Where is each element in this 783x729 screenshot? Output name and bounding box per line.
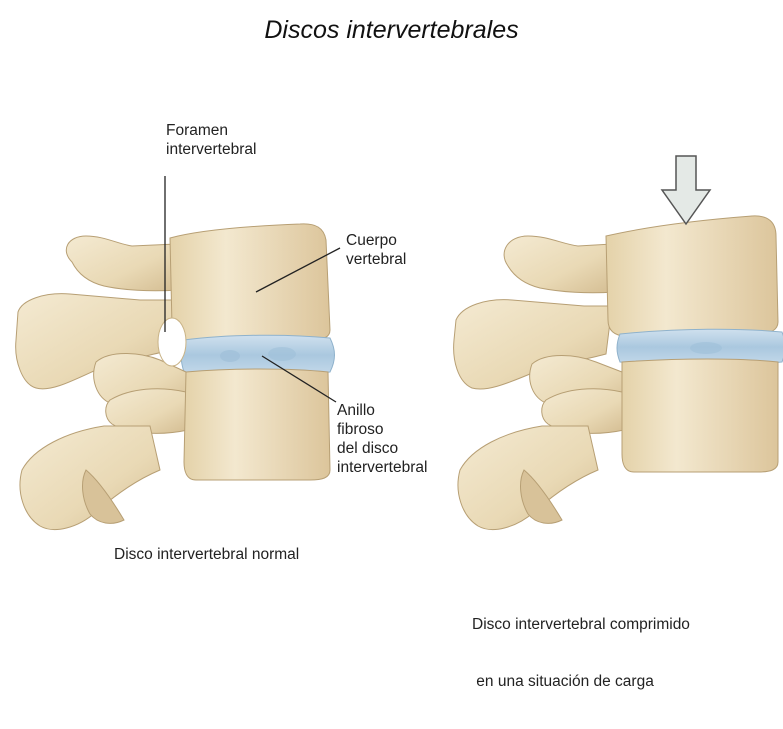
lower-vertebral-body <box>184 369 330 480</box>
label-cuerpo-vertebral: Cuerpo vertebral <box>346 231 406 269</box>
label-cuerpo-line-2: vertebral <box>346 250 406 269</box>
figure: Discos intervertebrales Foramen interver… <box>0 0 783 619</box>
caption-normal: Disco intervertebral normal <box>114 545 299 564</box>
label-anillo-fibroso: Anillo fibroso del disco intervertebral <box>337 401 427 477</box>
label-anillo-line-2: fibroso <box>337 420 427 439</box>
label-foramen: Foramen intervertebral <box>166 121 256 159</box>
caption-normal-line-1: Disco intervertebral normal <box>114 545 299 564</box>
label-anillo-line-4: intervertebral <box>337 458 427 477</box>
label-cuerpo-line-1: Cuerpo <box>346 231 406 250</box>
upper-vertebral-body-right <box>606 216 778 336</box>
page-title: Discos intervertebrales <box>0 16 783 45</box>
lower-vertebral-body-right <box>622 359 778 472</box>
foramen-opening <box>158 318 186 366</box>
caption-compressed: Disco intervertebral comprimido en una s… <box>472 577 690 729</box>
label-anillo-line-3: del disco <box>337 439 427 458</box>
upper-transverse-process-right <box>504 236 614 293</box>
label-foramen-line-2: intervertebral <box>166 140 256 159</box>
upper-vertebral-body <box>170 224 330 342</box>
upper-transverse-process <box>66 236 178 291</box>
caption-compressed-line-1: Disco intervertebral comprimido <box>472 615 690 634</box>
vertebrae-normal <box>16 224 335 530</box>
illustration <box>0 0 783 619</box>
down-arrow-icon <box>662 156 710 224</box>
label-anillo-line-1: Anillo <box>337 401 427 420</box>
caption-compressed-line-2: en una situación de carga <box>472 672 690 691</box>
vertebrae-compressed <box>454 216 783 530</box>
label-foramen-line-1: Foramen <box>166 121 256 140</box>
